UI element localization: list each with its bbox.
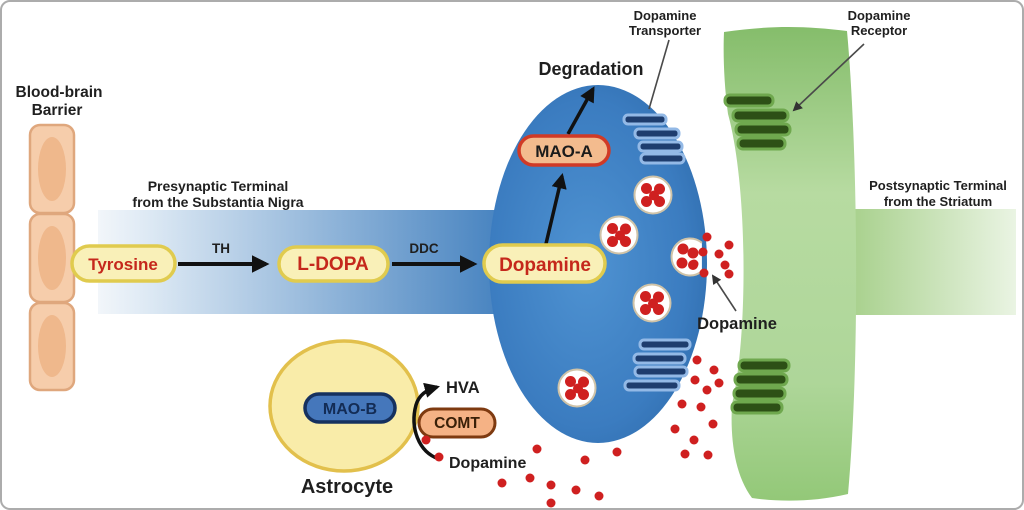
presynaptic-label-line2: from the Substantia Nigra [132,194,303,210]
dopamine-transporter-bottom-icon [623,338,692,392]
comt-degradation-arrow [412,382,440,461]
astrocyte-label: Astrocyte [301,476,393,498]
dopamine-dots-bottom [497,444,622,508]
presynaptic-label-line1: Presynaptic Terminal [148,178,289,194]
receptor-label-line2: Receptor [851,23,907,38]
transporter-label-line2: Transporter [629,23,701,38]
mao-b-label: MAO-B [323,401,377,418]
dopamine-transporter-top-icon [622,113,686,165]
l-dopa-pill [277,245,390,283]
dopamine-to-maoa-arrow [543,173,567,249]
cleft-dopamine-label: Dopamine [697,315,777,333]
comt-pill [417,407,497,439]
hva-label: HVA [446,379,480,397]
mao-a-pill [517,134,611,167]
dopamine-receptor-bottom-icon [730,358,791,415]
astro-dopamine-dot [421,435,431,445]
tyrosine-label: Tyrosine [88,255,158,274]
bbb-label-line2: Barrier [32,102,83,119]
dopamine-pill [482,243,607,284]
mao-a-label: MAO-A [535,142,593,161]
receptor-label-line1: Dopamine [848,8,911,23]
dopamine-receptor-top-icon [723,93,792,151]
postsynaptic-label-line2: from the Striatum [884,194,992,209]
receptor-pointer-arrow [792,43,865,112]
astro-dopamine-dot [434,452,444,462]
transporter-label-line1: Dopamine [634,8,697,23]
maoa-to-degradation-arrow [566,86,595,135]
releasing-vesicle [670,237,703,277]
dopamine-dots-lower [670,355,724,460]
tyrosine-pill [70,244,177,283]
dopamine-dots-cleft [689,232,734,279]
th-label: TH [212,241,230,256]
dopamine-label: Dopamine [499,255,591,276]
transporter-pointer-line [648,39,670,110]
mao-b-pill [303,392,397,424]
bbb-label-line1: Blood-brain [16,84,103,101]
postsynaptic-label-line1: Postsynaptic Terminal [869,178,1007,193]
degradation-label: Degradation [538,59,643,79]
astro-dopamine-label: Dopamine [449,455,526,472]
ddc-label: DDC [409,241,438,256]
blood-brain-barrier-cells [28,123,76,392]
cleft-dopamine-pointer-arrow [711,274,737,312]
l-dopa-label: L-DOPA [297,254,369,275]
postsynaptic-stem [854,209,1016,315]
comt-label: COMT [434,415,480,432]
